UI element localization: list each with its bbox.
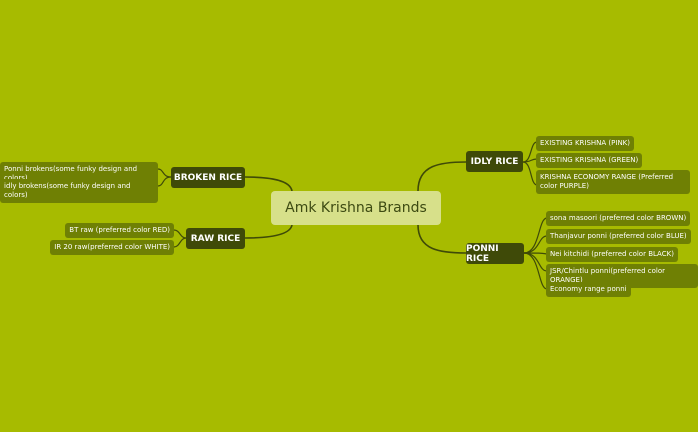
subtopic-existing-krishna-green[interactable]: EXISTING KRISHNA (GREEN) — [536, 153, 643, 168]
subtopic-krishna-economy-range[interactable]: KRISHNA ECONOMY RANGE (Preferred color P… — [536, 170, 690, 194]
subtopic-label: Nei kitchidi (preferred color BLACK) — [550, 250, 674, 258]
subtopic-idly-brokens[interactable]: idly brokens(some funky design and color… — [0, 179, 158, 203]
subtopic-label: BT raw (preferred color RED) — [69, 226, 170, 234]
topic-raw-rice-label: RAW RICE — [190, 233, 241, 244]
subtopic-label: KRISHNA ECONOMY RANGE (Preferred color P… — [540, 173, 674, 190]
subtopic-label: JSR/Chintlu ponni(preferred color ORANGE… — [550, 267, 665, 284]
topic-idly-rice[interactable]: IDLY RICE — [466, 151, 523, 172]
subtopic-label: Economy range ponni — [550, 285, 627, 293]
subtopic-label: IR 20 raw(preferred color WHITE) — [54, 243, 170, 251]
subtopic-label: Thanjavur ponni (preferred color BLUE) — [550, 232, 687, 240]
subtopic-economy-range-ponni[interactable]: Economy range ponni — [546, 282, 631, 297]
topic-broken-rice-label: BROKEN RICE — [173, 172, 243, 183]
central-topic-label: Amk Krishna Brands — [285, 200, 427, 216]
subtopic-ir-20-raw[interactable]: IR 20 raw(preferred color WHITE) — [50, 240, 174, 255]
topic-idly-rice-label: IDLY RICE — [470, 156, 519, 167]
topic-ponni-rice[interactable]: PONNI RICE — [466, 243, 524, 264]
central-topic[interactable]: Amk Krishna Brands — [271, 191, 441, 225]
subtopic-label: Ponni brokens(some funky design and colo… — [4, 165, 138, 182]
topic-ponni-rice-label: PONNI RICE — [466, 243, 499, 264]
subtopic-label: EXISTING KRISHNA (PINK) — [540, 139, 631, 147]
subtopic-label: sona masoori (preferred color BROWN) — [550, 214, 687, 222]
topic-broken-rice[interactable]: BROKEN RICE — [171, 167, 245, 188]
subtopic-label: EXISTING KRISHNA (GREEN) — [540, 156, 639, 164]
subtopic-sona-masoori[interactable]: sona masoori (preferred color BROWN) — [546, 211, 691, 226]
topic-raw-rice[interactable]: RAW RICE — [186, 228, 245, 249]
subtopic-label: idly brokens(some funky design and color… — [4, 182, 131, 199]
subtopic-nei-kitchidi[interactable]: Nei kitchidi (preferred color BLACK) — [546, 247, 678, 262]
subtopic-existing-krishna-pink[interactable]: EXISTING KRISHNA (PINK) — [536, 136, 635, 151]
subtopic-bt-raw[interactable]: BT raw (preferred color RED) — [65, 223, 174, 238]
subtopic-thanjavur-ponni[interactable]: Thanjavur ponni (preferred color BLUE) — [546, 229, 691, 244]
